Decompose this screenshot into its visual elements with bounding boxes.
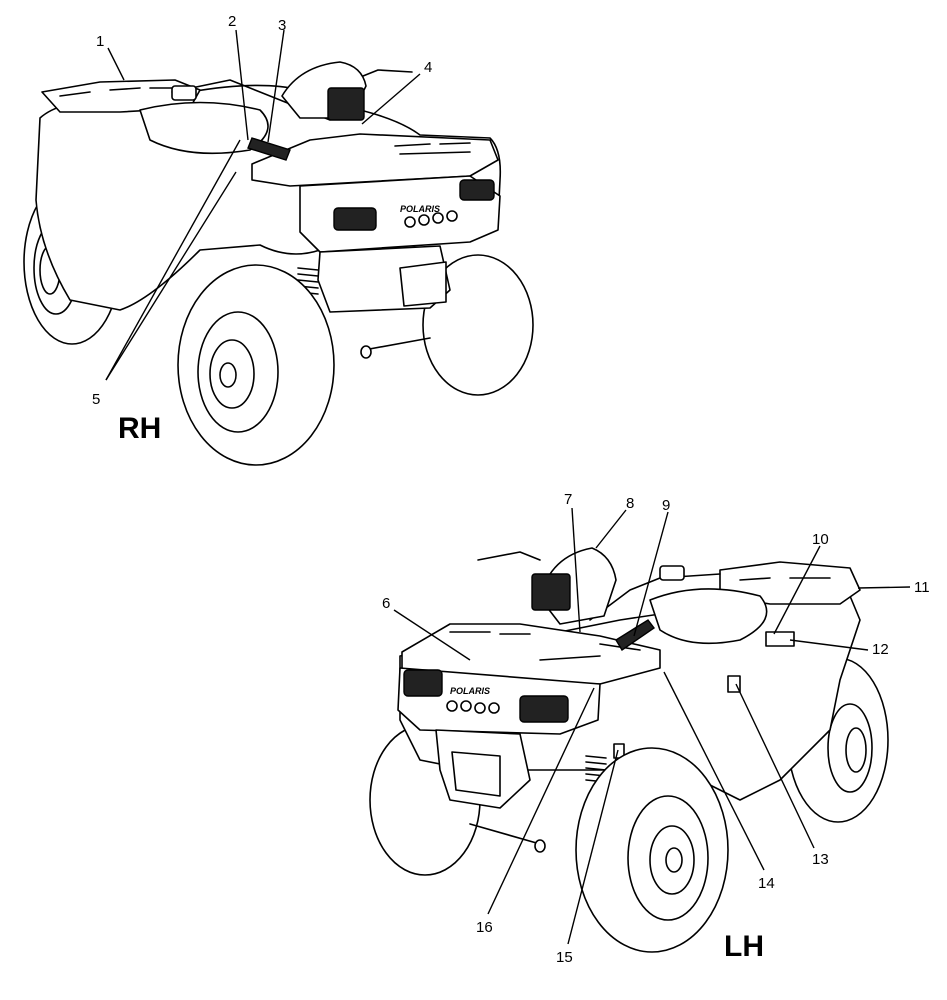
callout-1: 1 (96, 33, 104, 50)
callout-11-leader (857, 586, 911, 589)
callout-9-leader (633, 511, 669, 637)
atv-right-side-view: POLARIS (23, 13, 534, 466)
callout-9: 9 (662, 497, 670, 514)
callout-4: 4 (424, 59, 432, 76)
callout-12-leader (789, 639, 869, 651)
callout-1-leader (107, 47, 125, 81)
callout-12: 12 (872, 641, 889, 658)
rh-brand-text: POLARIS (400, 204, 440, 214)
callout-5: 5 (92, 391, 100, 408)
rh-body: POLARIS (35, 61, 502, 359)
callout-16: 16 (476, 919, 493, 936)
callout-5-leader-a (105, 139, 241, 381)
view-label-lh: LH (724, 930, 764, 963)
callout-11: 11 (914, 579, 930, 596)
callout-8-leader (595, 509, 627, 549)
callout-3: 3 (278, 17, 286, 34)
callout-14-leader (663, 671, 765, 871)
callout-13-leader (735, 683, 815, 849)
callout-2-leader (235, 29, 249, 141)
callout-10-leader (773, 545, 821, 635)
atv-left-side-view: POLARIS (369, 491, 930, 966)
callout-15: 15 (556, 949, 573, 966)
callout-10: 10 (812, 531, 829, 548)
callout-8: 8 (626, 495, 634, 512)
view-label-rh: RH (118, 412, 161, 445)
callout-4-leader (361, 73, 421, 125)
callout-7: 7 (564, 491, 572, 508)
lh-brand-text: POLARIS (450, 686, 490, 696)
callout-3-leader (267, 29, 285, 143)
callout-6-leader (393, 609, 471, 661)
lh-near-front-wheel (575, 747, 729, 953)
callout-2: 2 (228, 13, 236, 30)
callout-13: 13 (812, 851, 829, 868)
lh-body: POLARIS (397, 547, 861, 853)
callout-15-leader (567, 749, 619, 945)
callout-14: 14 (758, 875, 775, 892)
callout-16-leader (487, 687, 595, 915)
callout-5-leader-b (105, 171, 237, 381)
callout-7-leader (571, 507, 581, 633)
rh-near-front-wheel (177, 264, 335, 466)
callout-6: 6 (382, 595, 390, 612)
